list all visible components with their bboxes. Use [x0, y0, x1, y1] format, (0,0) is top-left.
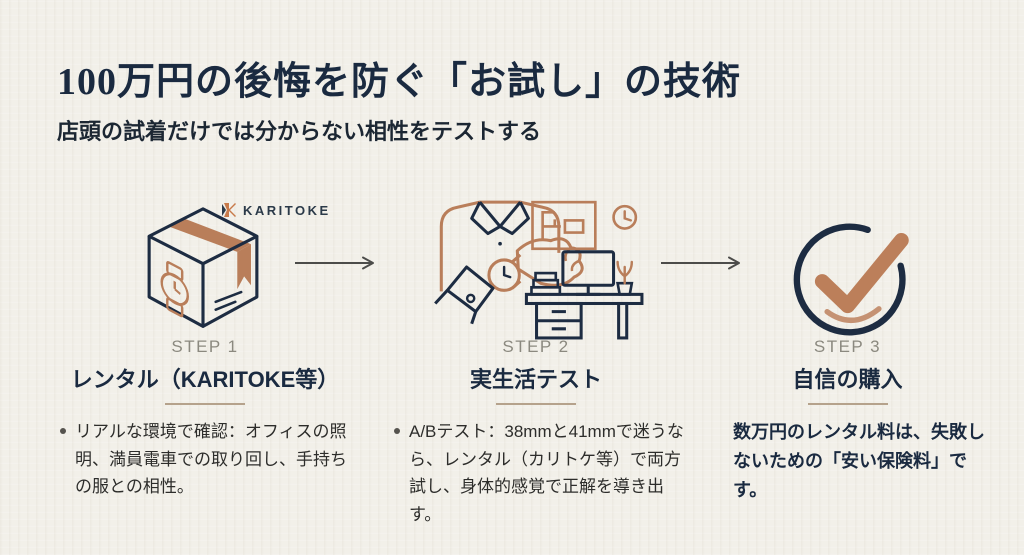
wristwatch-shirt-desk-icon [418, 190, 648, 347]
step-1-body: リアルな環境で確認：オフィスの照明、満員電車での取り回し、手持ちの服との相性。 [40, 418, 370, 501]
confidence-checkmark-icon [788, 211, 920, 348]
karitoke-k-icon [222, 203, 236, 217]
step-2-underline [496, 403, 576, 405]
package-box-with-watch-icon [128, 201, 278, 348]
page-title: 100万円の後悔を防ぐ「お試し」の技術 [57, 61, 742, 103]
step-2-body: A/Bテスト：38mmと41mmで迷うなら、レンタル（カリトケ等）で両方試し、身… [380, 418, 692, 528]
step-2-label: STEP 2 [502, 337, 570, 356]
arrow-step1-to-step2-icon [292, 255, 380, 276]
arrow-step2-to-step3-icon [658, 255, 746, 276]
step-1-column: STEP 1 レンタル（KARITOKE等） リアルな環境で確認：オフィスの照明… [40, 337, 370, 501]
step-3-column: STEP 3 自信の購入 数万円のレンタル料は、失敗しないための「安い保険料」で… [705, 337, 990, 505]
box-tape [168, 218, 251, 252]
step-2-title: 実生活テスト [469, 367, 602, 392]
step-1-body-text: リアルな環境で確認：オフィスの照明、満員電車での取り回し、手持ちの服との相性。 [75, 422, 347, 497]
step-1-title: レンタル（KARITOKE等） [70, 367, 340, 392]
step-3-title: 自信の購入 [792, 367, 903, 392]
page-subtitle: 店頭の試着だけでは分からない相性をテストする [57, 119, 542, 144]
karitoke-logo: KARITOKE [220, 201, 331, 219]
step-3-body-text: 数万円のレンタル料は、失敗しないための「安い保険料」です。 [733, 422, 985, 501]
step-3-underline [807, 403, 888, 405]
step-1-label: STEP 1 [171, 337, 239, 356]
bullet-dot-icon [60, 428, 66, 434]
step-2-body-text: A/Bテスト：38mmと41mmで迷うなら、レンタル（カリトケ等）で両方試し、身… [409, 422, 684, 524]
bullet-dot-icon [394, 428, 400, 434]
watch-print [160, 261, 189, 318]
karitoke-logo-text: KARITOKE [243, 202, 331, 218]
step-2-column: STEP 2 実生活テスト A/Bテスト：38mmと41mmで迷うなら、レンタル… [380, 337, 692, 528]
step-3-label: STEP 3 [813, 337, 882, 356]
step-1-underline [165, 403, 245, 405]
